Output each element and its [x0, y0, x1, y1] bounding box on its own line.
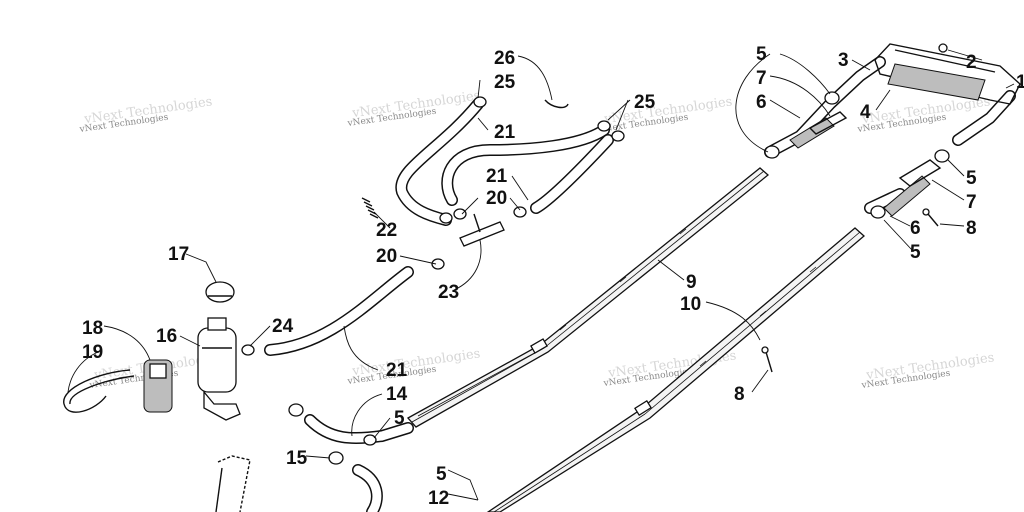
callout-14: 14 — [386, 384, 408, 405]
callout-5: 5 — [436, 464, 447, 485]
callout-7: 7 — [966, 192, 977, 213]
tee-fitting-23 — [459, 213, 505, 247]
callout-6: 6 — [910, 218, 921, 239]
callout-8: 8 — [966, 218, 977, 239]
hose-clamps-upper — [241, 96, 625, 465]
screw-8-lower — [761, 346, 773, 373]
callout-4: 4 — [860, 102, 871, 123]
coolant-bottle-16 — [197, 317, 241, 421]
spring-22 — [361, 197, 379, 219]
hose-clamps-right — [764, 91, 950, 219]
callout-18: 18 — [82, 318, 103, 339]
callout-5: 5 — [966, 168, 977, 189]
callout-17: 17 — [168, 244, 189, 265]
heat-exchanger-rail-10 — [486, 227, 865, 512]
callout-20: 20 — [376, 246, 397, 267]
leader-lines — [67, 49, 1015, 501]
callout-26: 26 — [494, 48, 515, 69]
callout-25: 25 — [494, 72, 516, 93]
strap-19 — [63, 369, 135, 413]
callout-9: 9 — [686, 272, 697, 293]
callout-5: 5 — [394, 408, 405, 429]
callout-21: 21 — [386, 360, 408, 381]
callout-16: 16 — [156, 326, 177, 347]
coolant-hoses-upper — [395, 98, 614, 226]
radiator-corner — [215, 455, 251, 512]
callout-5: 5 — [756, 44, 767, 65]
callout-15: 15 — [286, 448, 308, 469]
mounting-bracket-6-lower — [883, 159, 942, 217]
mounting-bracket-6-upper — [789, 111, 848, 149]
callout-21: 21 — [494, 122, 516, 143]
coolant-hose-lower — [304, 414, 414, 512]
callout-22: 22 — [376, 220, 397, 241]
callout-7: 7 — [756, 68, 767, 89]
bottle-bracket-18 — [143, 359, 173, 413]
callout-23: 23 — [438, 282, 459, 303]
heat-exchanger-rail-9 — [406, 167, 770, 428]
callout-2: 2 — [966, 52, 977, 73]
callout-24: 24 — [272, 316, 294, 337]
callout-19: 19 — [82, 342, 103, 363]
callout-21: 21 — [486, 166, 508, 187]
screw-8-upper — [922, 208, 939, 227]
filler-cap-17 — [205, 281, 235, 303]
callout-25: 25 — [634, 92, 656, 113]
callout-labels: 26 25 25 21 21 20 22 20 23 5 7 6 3 4 2 1… — [82, 44, 1024, 509]
callout-1: 1 — [1016, 72, 1024, 93]
callout-8: 8 — [734, 384, 745, 405]
thermostat-housing-1 — [874, 43, 1021, 105]
callout-12: 12 — [428, 488, 449, 509]
callout-10: 10 — [680, 294, 701, 315]
callout-6: 6 — [756, 92, 767, 113]
callout-20: 20 — [486, 188, 507, 209]
callout-3: 3 — [838, 50, 849, 71]
coolant-hose-middle — [264, 266, 414, 356]
callout-5: 5 — [910, 242, 921, 263]
